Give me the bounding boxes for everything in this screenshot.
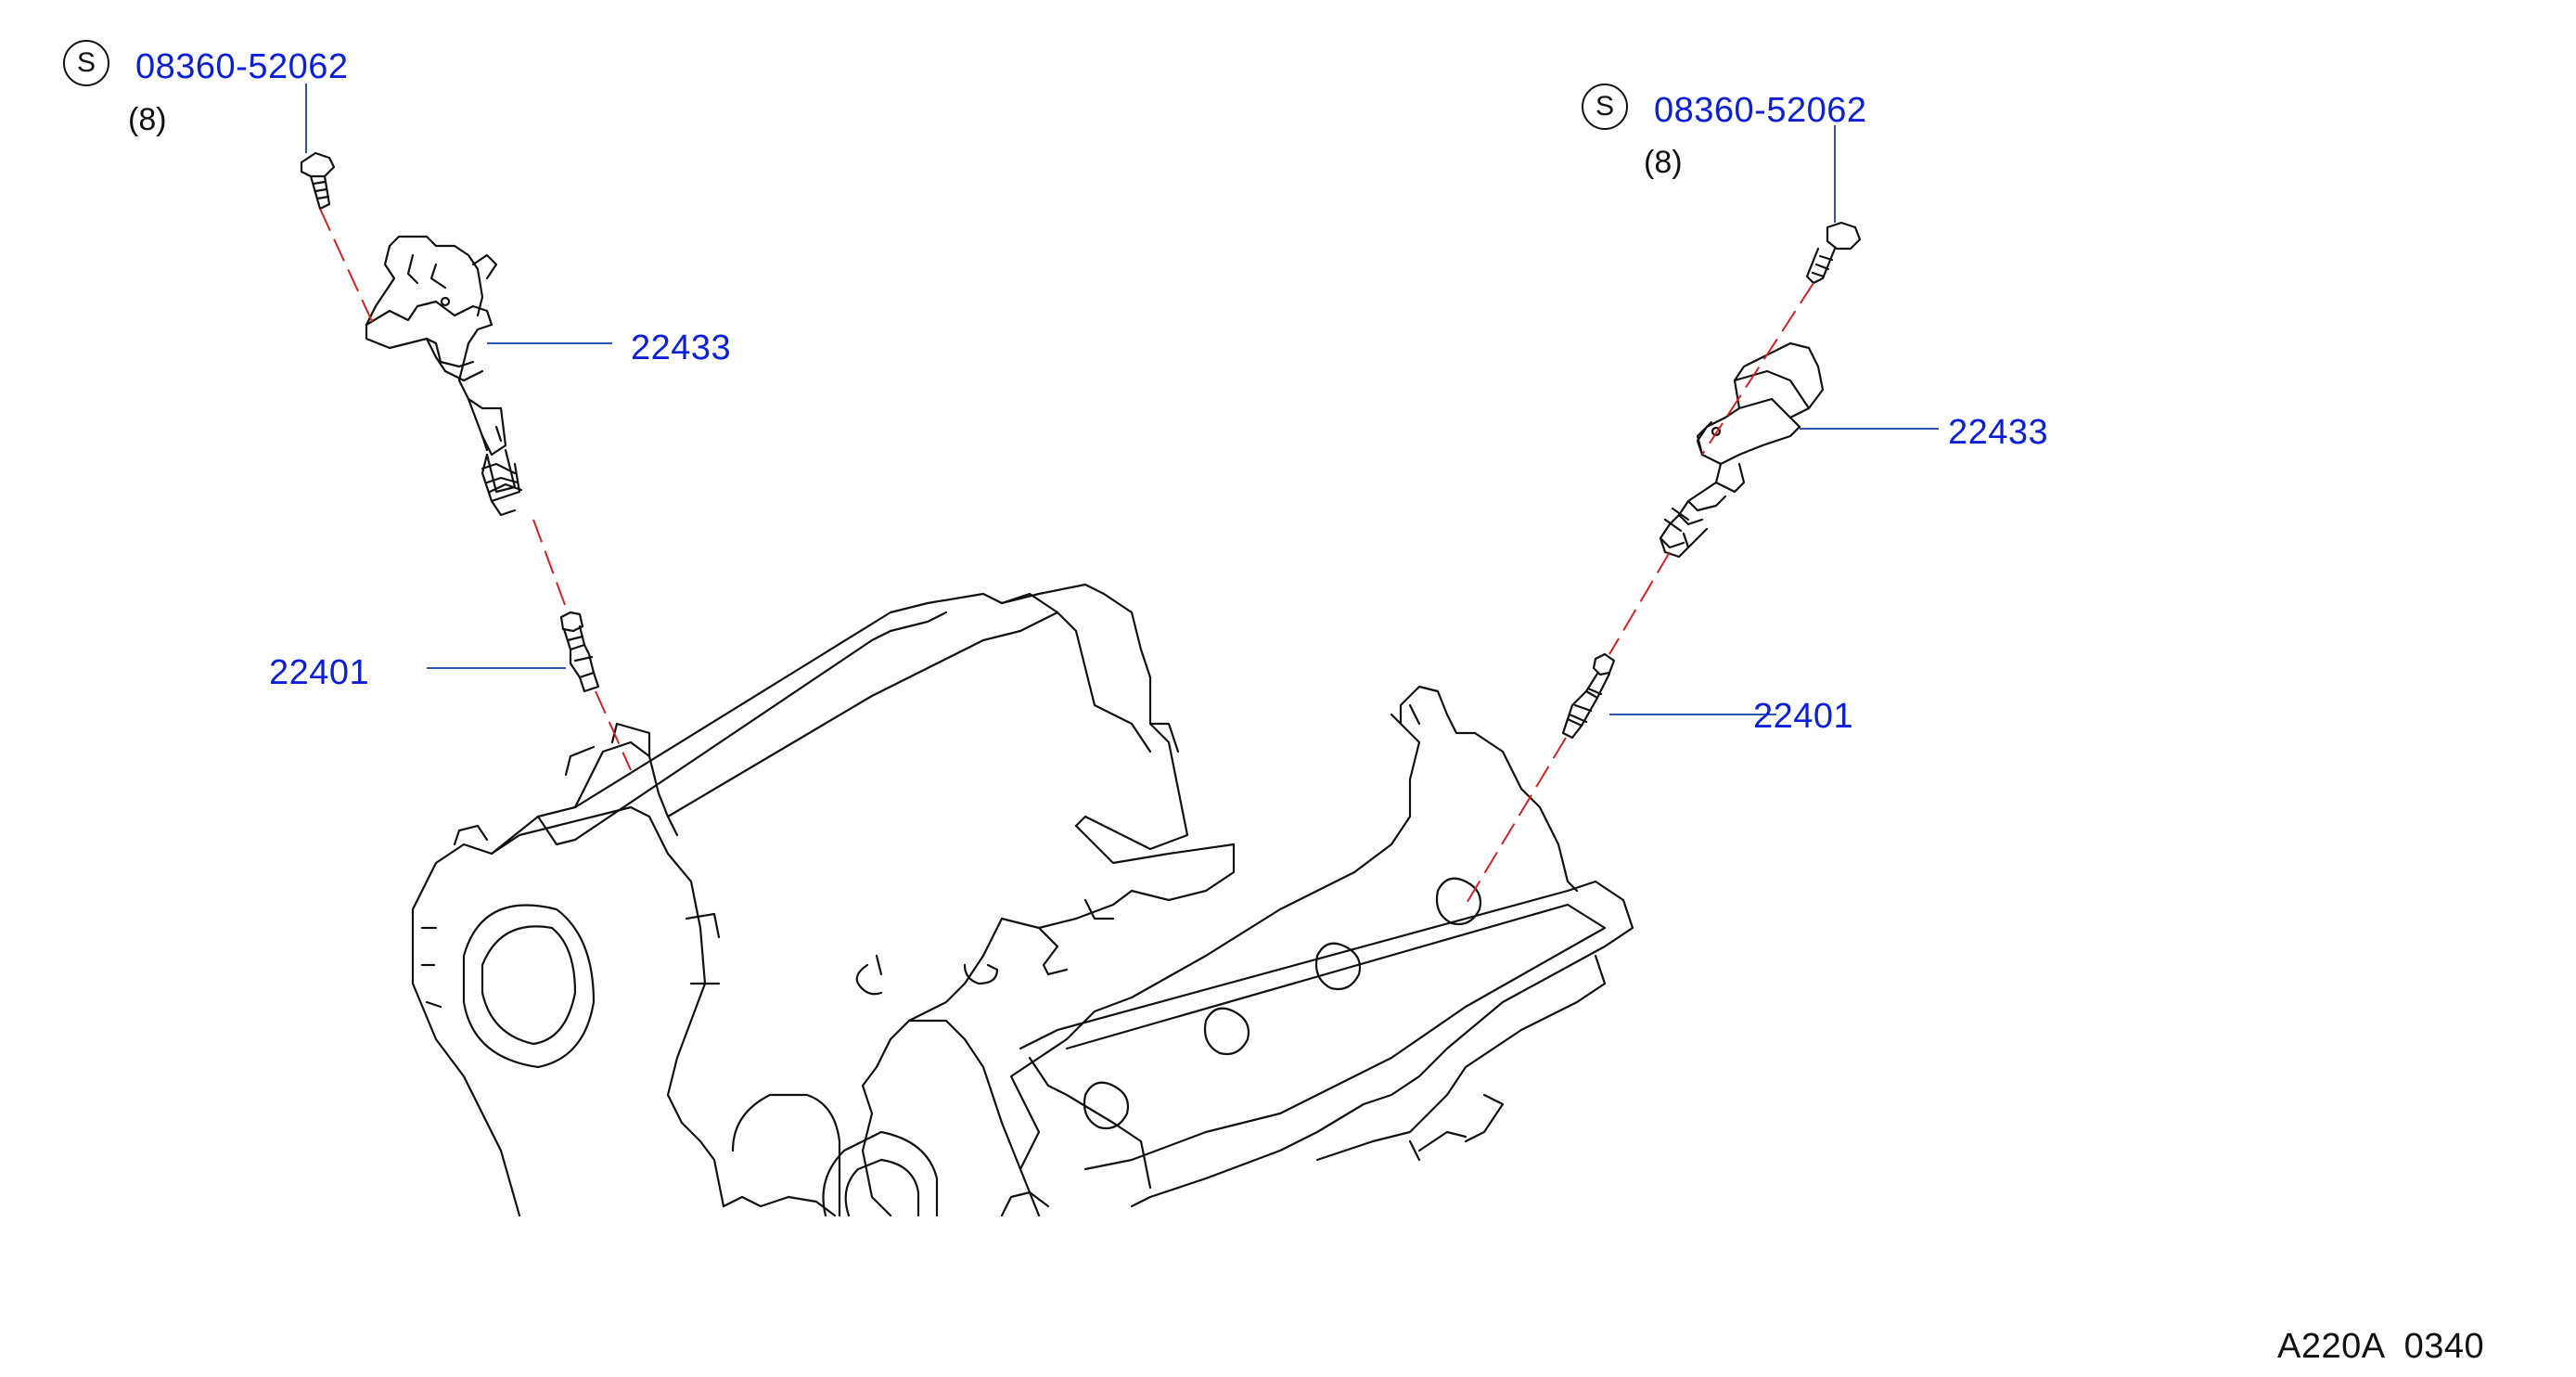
left-coil-to-plug-line — [532, 519, 569, 613]
left-bolt — [300, 151, 336, 211]
right-plug-part-number: 22401 — [1753, 697, 1854, 736]
left-spark-plug — [559, 611, 600, 693]
right-coil-part-number: 22433 — [1948, 413, 2049, 452]
left-coil-part-number: 22433 — [631, 328, 732, 367]
right-bolt-part-number: 08360-52062 — [1654, 91, 1867, 130]
left-plug-to-head-line — [595, 690, 632, 771]
left-bolt-quantity: (8) — [128, 102, 167, 137]
left-bolt-part-number: 08360-52062 — [135, 47, 349, 86]
assembly-center-lines — [319, 208, 1814, 906]
left-ignition-coil — [365, 235, 523, 517]
right-bolt-s-badge: S — [1582, 84, 1628, 130]
left-bolt-to-coil-line — [319, 208, 377, 330]
right-ignition-coil — [1659, 341, 1825, 559]
diagram-reference-code: A220A 0340 — [2277, 1327, 2485, 1366]
left-plug-part-number: 22401 — [269, 653, 370, 692]
leader-lines — [305, 84, 1939, 715]
right-bolt-quantity: (8) — [1644, 145, 1683, 180]
right-bolt-to-coil-line — [1701, 282, 1814, 456]
right-spark-plug — [1561, 652, 1616, 740]
right-plug-to-head-line — [1465, 737, 1567, 906]
right-bolt — [1805, 221, 1862, 285]
right-coil-to-plug-line — [1608, 551, 1671, 655]
engine-block — [411, 583, 1634, 1217]
left-bolt-s-badge: S — [63, 40, 109, 86]
